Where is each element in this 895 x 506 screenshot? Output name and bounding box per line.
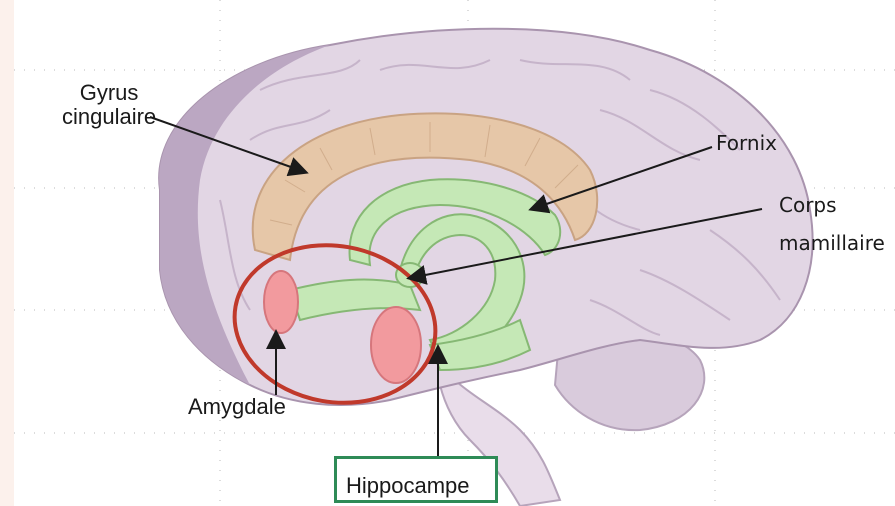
label-fornix: Fornix [716,131,777,155]
amygdala-structure [264,271,298,333]
label-amygdale: Amygdale [188,395,286,419]
label-gyrus-cingulaire: Gyrus cingulaire [62,81,156,129]
hippocampus-head [371,307,421,383]
label-corps-line2: mamillaire [779,231,885,255]
gyrus-line1: Gyrus [62,81,156,105]
label-hippocampe: Hippocampe [346,474,470,498]
label-corps-line1: Corps [779,193,837,217]
gyrus-line2: cingulaire [62,105,156,129]
